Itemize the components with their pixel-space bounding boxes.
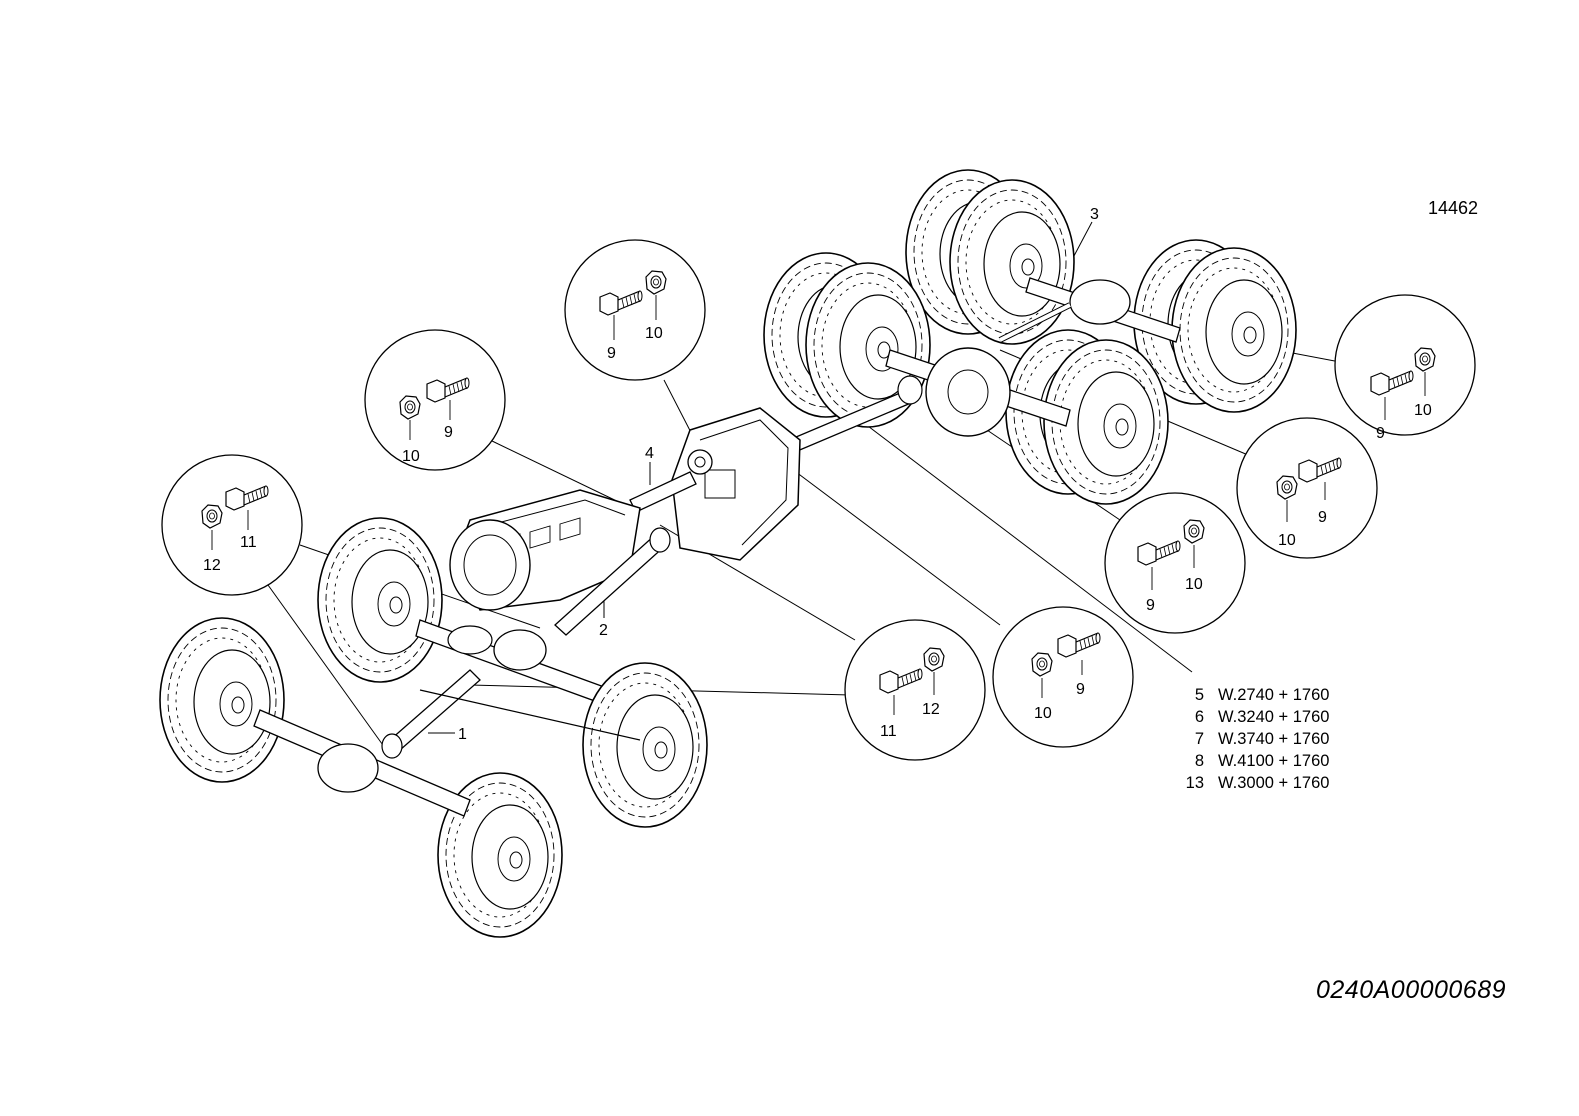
bolt-label: 9 xyxy=(1076,681,1085,698)
legend-number: 5 xyxy=(1194,686,1204,704)
front-axle-1 xyxy=(159,617,708,938)
legend-text: W.3240 + 1760 xyxy=(1218,708,1330,727)
detail-circle-rear-low: 9 10 xyxy=(1104,492,1246,634)
legend-number: 13 xyxy=(1185,774,1204,793)
legend-number: 8 xyxy=(1194,752,1204,771)
bolt-label: 9 xyxy=(1318,509,1327,526)
drawing-code: 0240A00000689 xyxy=(1316,976,1507,1004)
nut-label: 10 xyxy=(1034,705,1052,722)
legend-text: W.3000 + 1760 xyxy=(1218,774,1330,793)
legend-text: W.3740 + 1760 xyxy=(1218,730,1330,749)
nut-label: 12 xyxy=(203,557,221,574)
nut-label: 10 xyxy=(1185,576,1203,593)
bolt-label: 11 xyxy=(880,723,897,740)
bolt-label: 9 xyxy=(607,345,616,362)
rear-tandem-axles xyxy=(763,169,1297,505)
callout-3: 3 xyxy=(1090,206,1099,223)
nut-label: 10 xyxy=(402,448,420,465)
detail-circle-mid-bottom: 10 9 xyxy=(992,606,1134,748)
legend-row: 7 W.3740 + 1760 xyxy=(1176,728,1330,750)
legend-text: W.4100 + 1760 xyxy=(1218,752,1330,771)
nut-label: 12 xyxy=(922,701,940,718)
detail-circle-top: 9 10 xyxy=(564,239,706,381)
legend-number: 6 xyxy=(1194,708,1204,727)
legend-row: 5 W.2740 + 1760 xyxy=(1176,684,1330,706)
gearbox xyxy=(449,489,641,611)
bolt-label: 9 xyxy=(444,424,453,441)
detail-circle-rear-right: 9 10 xyxy=(1334,294,1476,442)
legend-number: 7 xyxy=(1194,730,1204,749)
legend-text: W.2740 + 1760 xyxy=(1218,686,1330,704)
legend-row: 8 W.4100 + 1760 xyxy=(1176,750,1330,772)
nut-label: 10 xyxy=(1414,402,1432,419)
detail-circle-far-left: 12 11 xyxy=(161,454,303,596)
detail-circle-front-axle: 11 12 xyxy=(844,619,986,761)
bolt-label: 9 xyxy=(1376,425,1385,442)
callout-4: 4 xyxy=(645,445,654,462)
variant-legend: 5 W.2740 + 1760 6 W.3240 + 1760 7 W.3740 + … xyxy=(1176,684,1330,794)
legend-row: 13 W.3000 + 1760 xyxy=(1176,772,1330,794)
front-axle-2 xyxy=(317,517,641,717)
bolt-label: 11 xyxy=(240,534,257,551)
reference-number: 14462 xyxy=(1428,198,1479,218)
legend-row: 6 W.3240 + 1760 xyxy=(1176,706,1330,728)
bolt-label: 9 xyxy=(1146,597,1155,614)
detail-circle-left-mid: 10 9 xyxy=(364,329,506,471)
nut-label: 10 xyxy=(645,325,663,342)
detail-circle-rear-mid: 10 9 xyxy=(1236,417,1378,559)
callout-1: 1 xyxy=(458,726,467,743)
transfer-case xyxy=(671,407,801,561)
nut-label: 10 xyxy=(1278,532,1296,549)
callout-2: 2 xyxy=(599,622,608,639)
